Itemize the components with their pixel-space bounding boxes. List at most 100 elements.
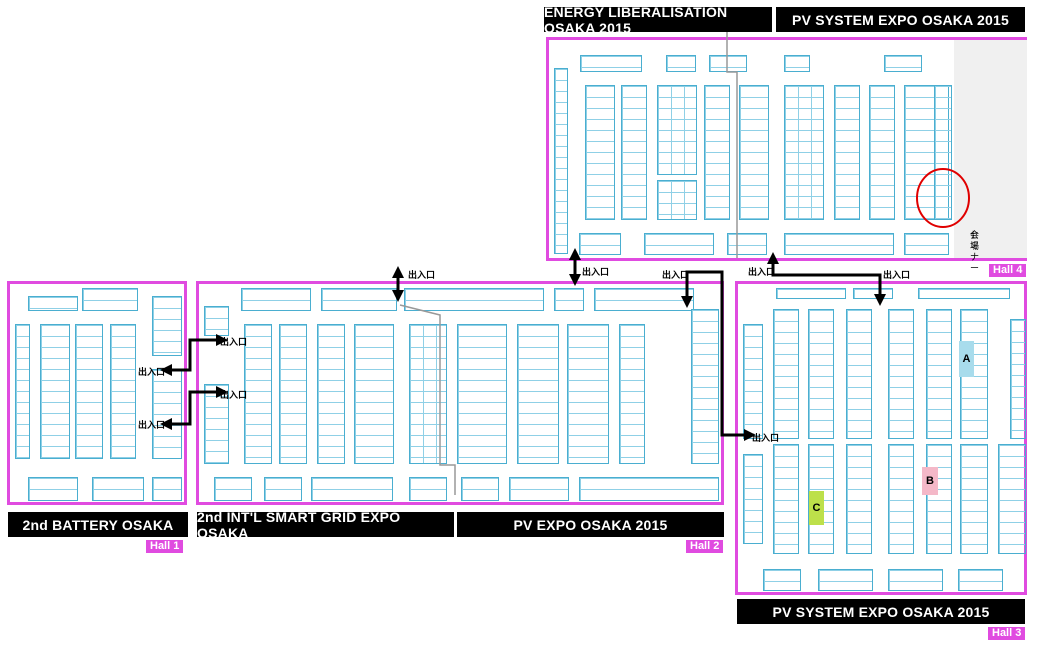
booth-block[interactable] xyxy=(998,444,1026,554)
route-hall1-hall2-lower xyxy=(160,386,228,430)
booth-block[interactable] xyxy=(884,55,922,72)
booth-block[interactable] xyxy=(241,288,311,311)
booth-block[interactable] xyxy=(704,85,730,220)
booth-block[interactable] xyxy=(567,324,609,464)
booth-block[interactable] xyxy=(621,85,647,220)
booth-block[interactable] xyxy=(666,55,696,72)
booth-block[interactable] xyxy=(888,444,914,554)
aisle-line-hall2 xyxy=(399,304,456,495)
route-hall2-hall3 xyxy=(681,270,756,441)
booth-block[interactable] xyxy=(579,477,719,501)
route-hall4-hall3 xyxy=(767,252,886,306)
booth-block[interactable] xyxy=(317,324,345,464)
exit-label: 出入口 xyxy=(138,420,166,430)
booth-block[interactable] xyxy=(580,55,642,72)
booth-block[interactable] xyxy=(554,288,584,311)
booth-block[interactable] xyxy=(75,324,103,459)
exit-label: 出入口 xyxy=(408,270,436,280)
seminar-label-2: 会場 xyxy=(970,230,980,251)
booth-block[interactable] xyxy=(784,85,824,220)
exit-label: 出入口 xyxy=(220,337,248,347)
booth-block[interactable] xyxy=(28,296,78,311)
booth-block[interactable] xyxy=(1010,319,1026,439)
booth-block[interactable] xyxy=(918,288,1010,299)
banner-smart-grid-expo: 2nd INT'L SMART GRID EXPO OSAKA xyxy=(197,509,454,541)
seminar-room[interactable]: セミナー会場 xyxy=(954,40,1027,273)
booth-block[interactable] xyxy=(517,324,559,464)
booth-block[interactable] xyxy=(808,309,834,439)
exit-label: 出入口 xyxy=(220,390,248,400)
exit-label: 出入口 xyxy=(752,433,780,443)
booth-block[interactable] xyxy=(15,324,30,459)
highlight-circle xyxy=(916,168,970,228)
booth-block[interactable] xyxy=(619,324,645,464)
booth-block[interactable] xyxy=(888,309,914,439)
banner-2nd-battery: 2nd BATTERY OSAKA xyxy=(8,512,188,537)
hall-4-tag: Hall 4 xyxy=(989,264,1027,277)
aisle-line-hall4 xyxy=(726,32,738,258)
booth-block[interactable] xyxy=(926,444,952,554)
booth-block[interactable] xyxy=(40,324,70,459)
marker-b[interactable]: B xyxy=(922,467,938,495)
hall-2-tag: Hall 2 xyxy=(686,540,724,553)
booth-block[interactable] xyxy=(763,569,801,591)
exit-label: 出入口 xyxy=(662,270,690,280)
booth-block[interactable] xyxy=(739,85,769,220)
exit-label: 出入口 xyxy=(582,267,610,277)
booth-block[interactable] xyxy=(846,444,872,554)
booth-block[interactable] xyxy=(657,85,697,175)
marker-a[interactable]: A xyxy=(959,341,974,377)
hall-3[interactable] xyxy=(735,281,1027,595)
booth-block[interactable] xyxy=(834,85,860,220)
booth-block[interactable] xyxy=(311,477,393,501)
booth-block[interactable] xyxy=(926,309,952,439)
banner-energy-liberalisation: ENERGY LIBERALISATION OSAKA 2015 xyxy=(544,4,772,36)
route-hall1-hall2-upper xyxy=(160,334,228,376)
hall-1-tag: Hall 1 xyxy=(146,540,184,553)
booth-block[interactable] xyxy=(585,85,615,220)
booth-block[interactable] xyxy=(960,444,988,554)
booth-block[interactable] xyxy=(244,324,272,464)
booth-block[interactable] xyxy=(554,68,568,254)
hall-3-tag: Hall 3 xyxy=(988,627,1026,640)
booth-block[interactable] xyxy=(934,85,952,220)
booth-block[interactable] xyxy=(888,569,943,591)
hall-1[interactable] xyxy=(7,281,187,505)
exit-label: 出入口 xyxy=(138,367,166,377)
booth-block[interactable] xyxy=(28,477,78,501)
booth-block[interactable] xyxy=(279,324,307,464)
marker-c[interactable]: C xyxy=(809,491,824,525)
booth-block[interactable] xyxy=(846,309,872,439)
exit-label: 出入口 xyxy=(883,270,911,280)
booth-block[interactable] xyxy=(818,569,873,591)
booth-block[interactable] xyxy=(958,569,1003,591)
booth-block[interactable] xyxy=(509,477,569,501)
booth-block[interactable] xyxy=(773,444,799,554)
booth-block[interactable] xyxy=(579,233,621,255)
booth-block[interactable] xyxy=(644,233,714,255)
booth-block[interactable] xyxy=(461,477,499,501)
banner-pv-system-expo-bottom: PV SYSTEM EXPO OSAKA 2015 xyxy=(737,599,1025,624)
booth-block[interactable] xyxy=(354,324,394,464)
booth-block[interactable] xyxy=(152,477,182,501)
booth-block[interactable] xyxy=(404,288,544,311)
booth-block[interactable] xyxy=(82,288,138,311)
booth-block[interactable] xyxy=(869,85,895,220)
booth-block[interactable] xyxy=(784,55,810,72)
booth-block[interactable] xyxy=(92,477,144,501)
booth-block[interactable] xyxy=(743,454,763,544)
hall-4[interactable]: セミナー会場 xyxy=(546,37,1027,273)
hall-2[interactable] xyxy=(196,281,724,505)
booth-block[interactable] xyxy=(214,477,252,501)
exit-label: 出入口 xyxy=(748,267,776,277)
booth-block[interactable] xyxy=(773,309,799,439)
seminar-label-1: セミナー xyxy=(970,230,980,273)
booth-block[interactable] xyxy=(264,477,302,501)
booth-block[interactable] xyxy=(457,324,507,464)
booth-block[interactable] xyxy=(657,180,697,220)
banner-pv-expo: PV EXPO OSAKA 2015 xyxy=(457,512,724,537)
booth-block[interactable] xyxy=(409,477,447,501)
booth-block[interactable] xyxy=(904,233,949,255)
booth-block[interactable] xyxy=(110,324,136,459)
